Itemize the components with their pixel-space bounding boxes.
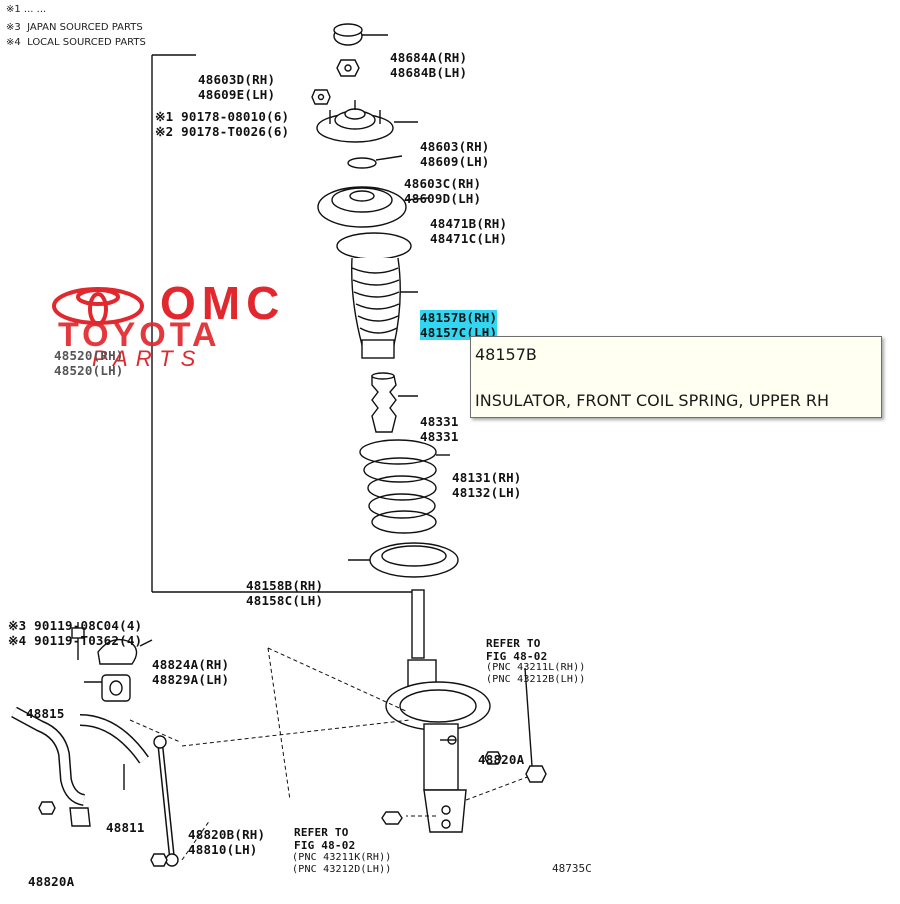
label-48603d[interactable]: 48603D(RH)48609E(LH): [198, 72, 276, 102]
label-48811[interactable]: 48811: [106, 820, 145, 835]
legend-line-4: ※4 LOCAL SOURCED PARTS: [6, 37, 146, 48]
watermark-sub: PARTS: [92, 346, 204, 371]
label-48820b[interactable]: 48820B(RH)48810(LH): [188, 827, 266, 857]
legend-line-3: ※3 JAPAN SOURCED PARTS: [6, 22, 143, 33]
label-48820a-left[interactable]: 48820A: [28, 874, 75, 889]
watermark-name: TOYOTA: [58, 316, 221, 354]
insulator-boot-part[interactable]: [336, 232, 418, 359]
mount-nut-part[interactable]: [311, 89, 331, 105]
refer-note-top-pnc: (PNC 43211L(RH))(PNC 43212B(LH)): [486, 662, 586, 685]
label-48824[interactable]: 48824A(RH)48829A(LH): [152, 657, 230, 687]
part-tooltip: 48157B INSULATOR, FRONT COIL SPRING, UPP…: [470, 336, 882, 418]
tooltip-description: INSULATOR, FRONT COIL SPRING, UPPER RH: [475, 391, 830, 410]
upper-spring-seat-part[interactable]: [317, 186, 429, 228]
coil-spring-part[interactable]: [359, 439, 450, 534]
label-48131[interactable]: 48131(RH)48132(LH): [452, 470, 522, 500]
stabilizer-bolt-part[interactable]: [71, 622, 85, 660]
tooltip-part-number: 48157B: [475, 345, 537, 364]
support-bearing-part[interactable]: [347, 155, 403, 169]
label-90178[interactable]: ※1 90178-08010(6)※2 90178-T0026(6): [155, 109, 290, 139]
label-48471[interactable]: 48471B(RH)48471C(LH): [430, 216, 508, 246]
label-48520[interactable]: 48520(RH)48520(LH): [54, 348, 124, 378]
dust-cap-part[interactable]: [333, 23, 388, 46]
stabilizer-link-part[interactable]: [153, 735, 179, 867]
label-48820a-right[interactable]: 48820A: [478, 752, 525, 767]
figure-code: 48735C: [552, 862, 592, 875]
suspension-support-part[interactable]: [316, 100, 418, 143]
top-nut-part[interactable]: [336, 59, 360, 77]
shock-absorber-part[interactable]: [385, 589, 491, 833]
stabilizer-bar-part[interactable]: [11, 706, 149, 806]
stabilizer-bracket-part[interactable]: [97, 638, 153, 665]
label-48603[interactable]: 48603(RH)48609(LH): [420, 139, 490, 169]
label-48603c[interactable]: 48603C(RH)48609D(LH): [404, 176, 482, 206]
refer-note-bottom-pnc: (PNC 43211K(RH))(PNC 43212D(LH)): [292, 852, 392, 875]
toyota-emblem-icon: [52, 287, 144, 326]
label-90119[interactable]: ※3 90119-08C04(4)※4 90119-T0362(4): [8, 618, 143, 648]
lower-insulator-part[interactable]: [348, 542, 459, 578]
bump-stopper-part[interactable]: [371, 372, 418, 433]
label-48815[interactable]: 48815: [26, 706, 65, 721]
link-nut-part[interactable]: [38, 751, 547, 867]
label-48684[interactable]: 48684A(RH)48684B(LH): [390, 50, 468, 80]
label-48158[interactable]: 48158B(RH)48158C(LH): [246, 578, 324, 608]
watermark-brand: OMC: [160, 277, 286, 329]
stabilizer-bushing-part[interactable]: [84, 674, 131, 702]
legend-line-0: ※1 ... ...: [6, 4, 47, 15]
